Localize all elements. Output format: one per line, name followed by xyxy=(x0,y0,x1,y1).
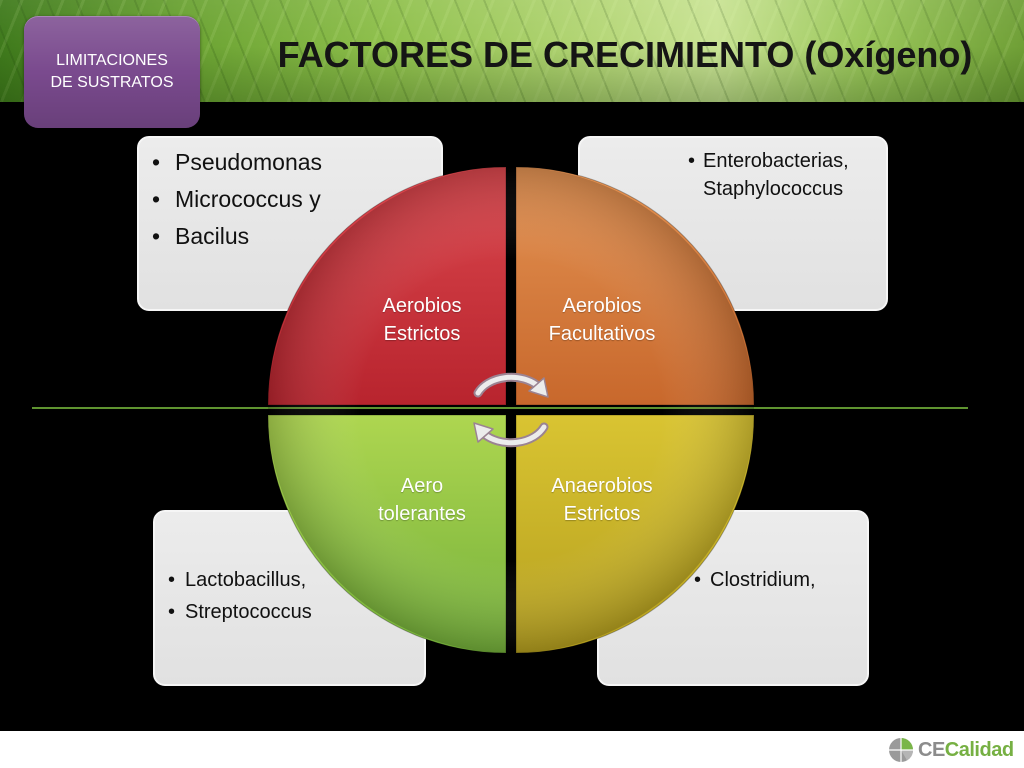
examples-list-anaerobios-estrictos: Clostridium, xyxy=(694,564,864,596)
badge-label-line-1: LIMITACIONES xyxy=(56,52,168,69)
quadrant-label-line: Aerobios xyxy=(562,295,642,317)
footer-bar xyxy=(0,731,1024,768)
cycle-arrows-icon xyxy=(473,372,549,448)
list-item: Clostridium, xyxy=(694,564,864,596)
list-item: Pseudomonas xyxy=(152,144,438,181)
logo-prefix: CE xyxy=(918,739,945,761)
quadrant-label-aerobios-estrictos: Aerobios Estrictos xyxy=(337,292,507,348)
examples-list-aerobios-estrictos: Pseudomonas Micrococcus y Bacilus xyxy=(152,144,438,255)
quadrant-label-line: tolerantes xyxy=(378,503,466,525)
badge-label-line-2: DE SUSTRATOS xyxy=(50,74,174,91)
quadrant-label-line: Estrictos xyxy=(383,323,461,345)
slide-title: FACTORES DE CRECIMIENTO (Oxígeno) xyxy=(277,34,973,75)
quadrant-label-aero-tolerantes: Aero tolerantes xyxy=(337,472,507,528)
examples-list-aerobios-facultativos: Enterobacterias, Staphylococcus xyxy=(688,147,886,203)
quadrant-label-line: Aero xyxy=(400,475,444,497)
quadrant-label-line: Anaerobios xyxy=(551,475,653,497)
cecalidad-logo-icon xyxy=(889,738,913,762)
quadrant-label-anaerobios-estrictos: Anaerobios Estrictos xyxy=(517,472,687,528)
list-item: Enterobacterias, Staphylococcus xyxy=(688,147,886,203)
list-item: Lactobacillus, xyxy=(168,564,418,596)
substrate-limitations-badge[interactable]: LIMITACIONES DE SUSTRATOS xyxy=(24,16,200,128)
list-item: Streptococcus xyxy=(168,596,418,628)
quadrant-shading xyxy=(268,167,754,653)
list-item: Bacilus xyxy=(152,218,438,255)
list-item: Micrococcus y xyxy=(152,181,438,218)
logo-suffix: Calidad xyxy=(944,739,1014,761)
quadrant-label-line: Facultativos xyxy=(548,323,656,345)
quadrant-label-line: Aerobios xyxy=(382,295,462,317)
quadrant-label-line: Estrictos xyxy=(563,503,641,525)
quadrant-label-aerobios-facultativos: Aerobios Facultativos xyxy=(517,292,687,348)
examples-list-aero-tolerantes: Lactobacillus, Streptococcus xyxy=(168,564,418,628)
logo-wordmark: CECalidad xyxy=(918,738,1014,762)
cecalidad-logo: CECalidad xyxy=(888,737,1014,763)
